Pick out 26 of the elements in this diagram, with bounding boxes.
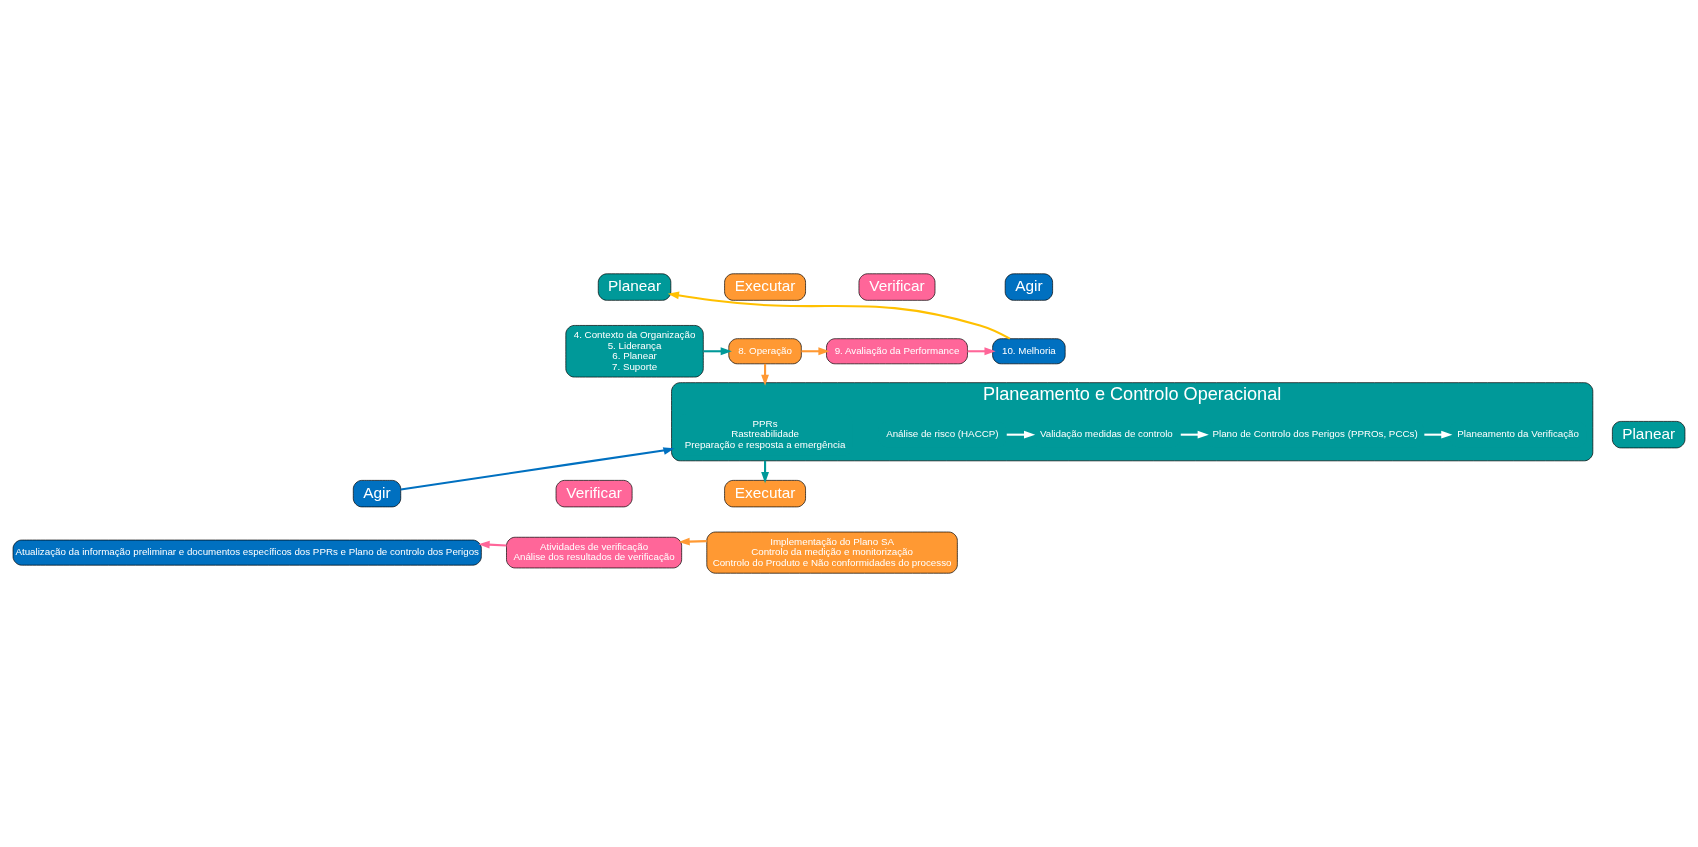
node-box: Atualização da informação preliminar e documentos específicos dos PPRs e Plano de controlo dos Perigos: [12, 539, 482, 566]
node-box: 9. Avaliação da Performance: [826, 338, 968, 365]
node-box: 4. Contexto da Organização 5. Liderança 6. Planear 7. Suporte: [565, 325, 704, 378]
node-box: Executar: [724, 273, 806, 301]
node-box: Planear: [1612, 421, 1686, 449]
node-text: Análise de risco (HACCP): [886, 428, 999, 440]
arrow: [1006, 430, 1036, 439]
arrow: [703, 347, 732, 356]
arrow: [667, 291, 1011, 340]
node-box: Atividades de verificação Análise dos resultados de verificação: [506, 536, 682, 569]
node-box: Agir: [352, 480, 402, 508]
node-text: Validação medidas de controlo: [1039, 428, 1173, 440]
node-text: Plano de Controlo dos Perigos (PPROs, PCCs): [1212, 428, 1418, 440]
node-box: Verificar: [555, 480, 633, 508]
node-box: Planear: [597, 273, 672, 301]
node-text: Planeamento da Verificação: [1457, 428, 1579, 440]
arrow: [678, 537, 707, 546]
node-box: Agir: [1004, 273, 1053, 301]
node-box: 8. Operação: [728, 338, 802, 365]
arrow: [1180, 430, 1209, 439]
node-box: Implementação do Plano SA Controlo da medição e monitorização Controlo do Produto e Não conformidades do processo: [706, 531, 958, 574]
node-box: Verificar: [858, 273, 936, 301]
arrow: [400, 447, 675, 491]
node-box: Executar: [724, 480, 806, 508]
node-box: 10. Melhoria: [992, 338, 1066, 365]
node-text: PPRs Rastreabilidade Preparação e resposta a emergência: [684, 417, 846, 450]
